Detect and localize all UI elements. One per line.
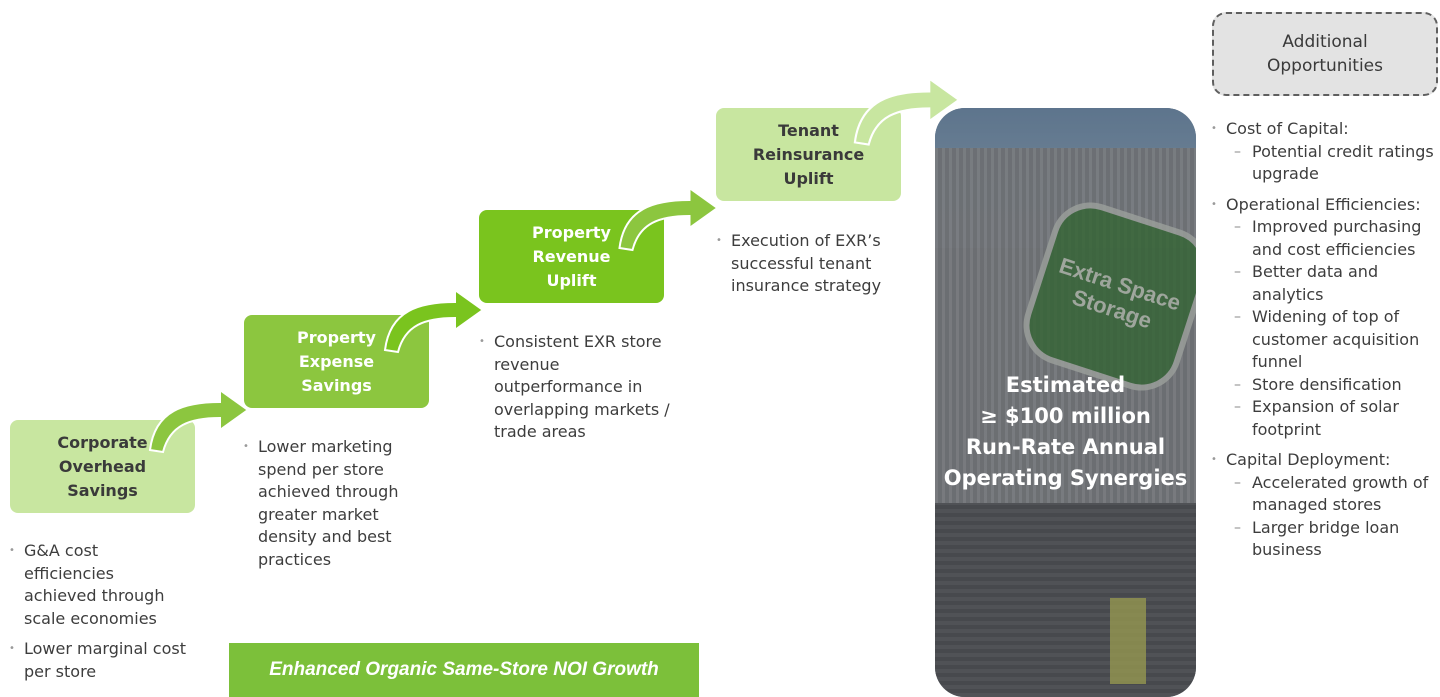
step-1-bullets: G&A cost efficiencies achieved through s…: [6, 540, 191, 683]
bullet: G&A cost efficiencies achieved through s…: [6, 540, 191, 630]
group-label: Capital Deployment:: [1208, 449, 1440, 472]
step-3-bullets: Consistent EXR store revenue outperforma…: [476, 331, 676, 444]
step-arrow-1: [148, 388, 250, 454]
step-title: Corporate Overhead Savings: [57, 432, 148, 500]
step-arrow-3: [618, 186, 720, 252]
synergies-caption: Estimated ≥ $100 million Run-Rate Annual…: [943, 373, 1188, 490]
bullet: Execution of EXR’s successful tenant ins…: [713, 230, 903, 298]
step-arrow-4: [853, 76, 961, 146]
group-item: Potential credit ratings upgrade: [1208, 141, 1440, 186]
organic-growth-banner: Enhanced Organic Same-Store NOI Growth: [229, 643, 699, 697]
group-item: Widening of top of customer acquisition …: [1208, 306, 1440, 374]
step-4-bullets: Execution of EXR’s successful tenant ins…: [713, 230, 903, 298]
additional-title: Additional Opportunities: [1267, 32, 1383, 76]
step-title: Property Expense Savings: [297, 327, 376, 395]
step-2-bullets: Lower marketing spend per store achieved…: [240, 436, 415, 571]
banner-text: Enhanced Organic Same-Store NOI Growth: [269, 659, 659, 680]
group-label: Operational Efficiencies:: [1208, 194, 1440, 217]
group-label: Cost of Capital:: [1208, 118, 1440, 141]
additional-opportunities-list: Cost of Capital: Potential credit rating…: [1208, 118, 1440, 562]
additional-opportunities-box: Additional Opportunities: [1212, 12, 1438, 96]
group-item: Larger bridge loan business: [1208, 517, 1440, 562]
step-title: Tenant Reinsurance Uplift: [752, 120, 865, 188]
bullet: Lower marketing spend per store achieved…: [240, 436, 415, 571]
group-item: Store densification: [1208, 374, 1440, 397]
photo-overlay: [935, 108, 1196, 697]
group-item: Expansion of solar footprint: [1208, 396, 1440, 441]
photo-door: [1110, 598, 1146, 684]
group-item: Better data and analytics: [1208, 261, 1440, 306]
bullet: Lower marginal cost per store: [6, 638, 191, 683]
storage-building-photo: Extra Space Storage Estimated ≥ $100 mil…: [935, 108, 1196, 697]
group-item: Improved purchasing and cost efficiencie…: [1208, 216, 1440, 261]
bullet: Consistent EXR store revenue outperforma…: [476, 331, 676, 444]
photo-lower-wall: [935, 503, 1196, 697]
step-arrow-2: [383, 288, 485, 354]
group-item: Accelerated growth of managed stores: [1208, 472, 1440, 517]
step-title: Property Revenue Uplift: [532, 222, 611, 290]
